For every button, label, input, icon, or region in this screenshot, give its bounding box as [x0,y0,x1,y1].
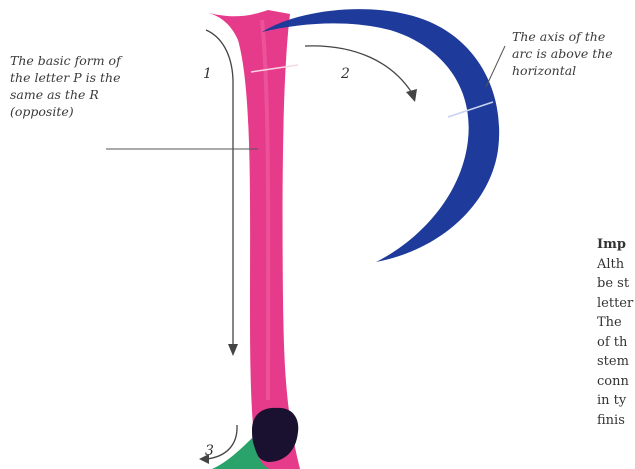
side-text-title: Imp [597,235,635,255]
side-text-line: letter [597,294,635,314]
side-text-line: in ty [597,391,635,411]
note-arc-axis: The axis of the arc is above the horizon… [512,28,635,79]
side-text-block: Imp Alth be st letter The of th stem con… [597,235,635,430]
stroke-number-3: 3 [205,443,214,459]
side-text-line: conn [597,372,635,392]
stroke-2-arrow [305,46,412,93]
letter-p-stem [205,10,300,469]
stroke-2-arrowhead [406,89,417,102]
side-text-line: Alth [597,255,635,275]
side-text-line: be st [597,274,635,294]
side-text-line: of th [597,333,635,353]
stroke-number-2: 2 [341,66,350,82]
side-text-line: finis [597,411,635,431]
stroke-1-arrowhead [228,344,238,356]
stroke-number-1: 1 [203,66,212,82]
side-text-line: The [597,313,635,333]
note-basic-form: The basic form of the letter P is the sa… [10,52,160,120]
letter-p-bowl [262,9,499,262]
right-note-leader [486,46,505,87]
side-text-line: stem [597,352,635,372]
